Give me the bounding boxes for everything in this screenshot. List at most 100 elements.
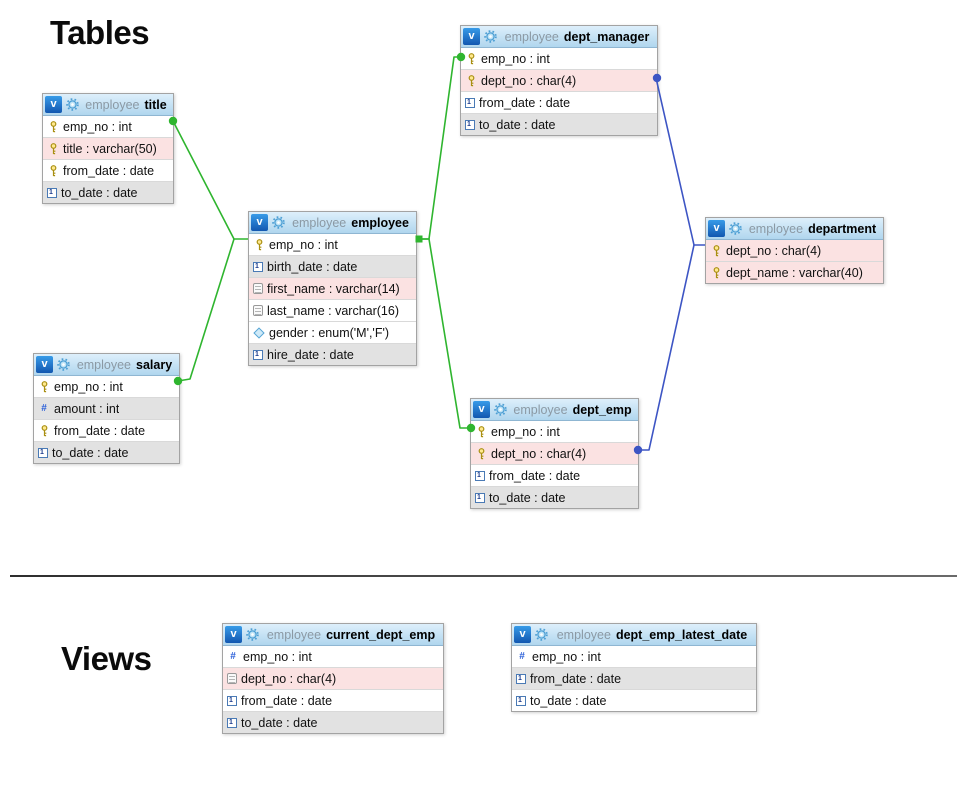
enum-icon xyxy=(253,326,265,339)
table-dept_emp[interactable]: v employee dept_emp emp_no : int dept_no :… xyxy=(470,398,639,509)
date-icon: 1 xyxy=(465,119,475,130)
schema-name: employee xyxy=(76,357,132,372)
schema-name: employee xyxy=(266,627,322,642)
column-text: birth_date : date xyxy=(267,259,358,274)
column-text: to_date : date xyxy=(52,445,129,460)
column-row: emp_no : int xyxy=(43,116,173,137)
schema-name: employee xyxy=(85,97,140,112)
column-list: dept_no : char(4) dept_name : varchar(40) xyxy=(706,240,883,283)
schema-name: employee xyxy=(748,221,804,236)
gear-icon xyxy=(66,98,79,111)
gear-icon xyxy=(57,358,70,371)
entity-name: current_dept_emp xyxy=(326,627,436,642)
key-icon xyxy=(47,164,59,177)
entity-name: employee xyxy=(351,215,409,230)
column-text: emp_no : int xyxy=(54,379,123,394)
view-badge-icon: v xyxy=(251,214,268,231)
entity-name: title xyxy=(144,97,167,112)
key-icon xyxy=(47,142,59,155)
column-text: emp_no : int xyxy=(243,649,312,664)
relation-line-green xyxy=(418,238,470,429)
view-badge-icon: v xyxy=(473,401,490,418)
entity-name: dept_emp_latest_date xyxy=(615,627,748,642)
entity-title: employee salary xyxy=(70,358,179,372)
tables-section-heading: Tables xyxy=(50,14,150,51)
column-row: gender : enum('M','F') xyxy=(249,321,416,343)
column-text: dept_name : varchar(40) xyxy=(726,265,863,280)
gear-icon xyxy=(246,628,259,641)
column-text: dept_no : char(4) xyxy=(491,446,587,461)
column-text: dept_no : char(4) xyxy=(726,243,822,258)
views-section-heading: Views xyxy=(61,640,152,677)
date-icon: 1 xyxy=(516,673,526,684)
column-text: dept_no : char(4) xyxy=(481,73,577,88)
column-text: from_date : date xyxy=(63,163,155,178)
key-icon xyxy=(465,52,477,65)
num-icon: # xyxy=(519,651,525,662)
entity-name: salary xyxy=(136,357,173,372)
key-icon xyxy=(465,74,477,87)
schema-name: employee xyxy=(513,402,568,417)
entity-header[interactable]: v employee dept_emp xyxy=(471,399,638,421)
relation-line-blue xyxy=(637,244,695,451)
column-row: dept_no : char(4) xyxy=(471,442,638,464)
date-icon: 1 xyxy=(465,97,475,108)
schema-name: employee xyxy=(504,29,559,44)
column-text: from_date : date xyxy=(530,671,622,686)
view-badge-icon: v xyxy=(36,356,53,373)
column-row: first_name : varchar(14) xyxy=(249,277,416,299)
key-icon xyxy=(475,447,487,460)
column-row: from_date : date xyxy=(34,419,179,441)
column-text: dept_no : char(4) xyxy=(241,671,337,686)
entity-name: dept_emp xyxy=(572,402,632,417)
entity-header[interactable]: v employee salary xyxy=(34,354,179,376)
relation-line-blue xyxy=(655,77,705,246)
relation-line-green xyxy=(177,238,235,382)
column-row: emp_no : int xyxy=(471,421,638,442)
column-row: last_name : varchar(16) xyxy=(249,299,416,321)
date-icon: 1 xyxy=(38,447,48,458)
column-text: hire_date : date xyxy=(267,347,354,362)
date-icon: 1 xyxy=(227,695,237,706)
date-icon: 1 xyxy=(47,187,57,198)
num-icon: # xyxy=(41,403,47,414)
column-row: 1 to_date : date xyxy=(34,441,179,463)
column-row: 1 from_date : date xyxy=(512,667,756,689)
view-badge-icon: v xyxy=(463,28,480,45)
view-badge-icon: v xyxy=(708,220,725,237)
column-text: last_name : varchar(16) xyxy=(267,303,400,318)
column-row: dept_no : char(4) xyxy=(706,240,883,261)
column-text: from_date : date xyxy=(241,693,333,708)
column-text: to_date : date xyxy=(489,490,566,505)
entity-title: employee current_dept_emp xyxy=(259,628,443,642)
column-text: to_date : date xyxy=(530,693,607,708)
column-text: emp_no : int xyxy=(63,119,132,134)
column-text: emp_no : int xyxy=(269,237,338,252)
